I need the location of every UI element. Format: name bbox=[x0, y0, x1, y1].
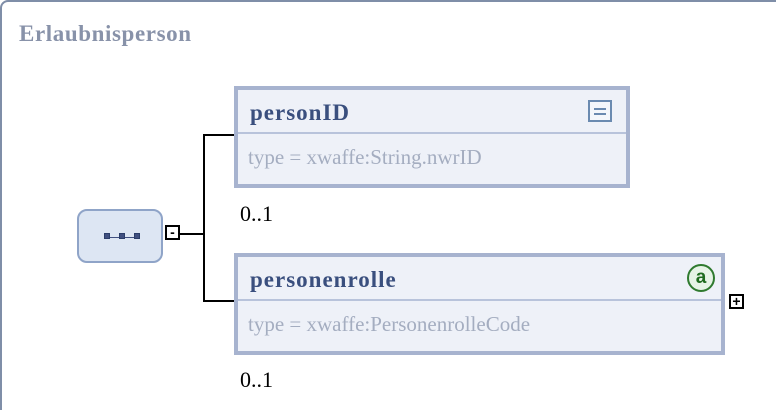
diagram-title: Erlaubnisperson bbox=[19, 21, 192, 46]
element-type: type = xwaffe:PersonenrolleCode bbox=[248, 312, 531, 336]
sequence-dot bbox=[119, 233, 125, 239]
connector-line bbox=[203, 134, 205, 301]
element-separator bbox=[238, 299, 721, 301]
sequence-dot bbox=[134, 233, 140, 239]
connector-line bbox=[203, 300, 234, 302]
cardinality-label: 0..1 bbox=[240, 201, 273, 226]
element-name: personID bbox=[250, 100, 351, 125]
element-type: type = xwaffe:String.nwrID bbox=[248, 145, 482, 169]
collapse-toggle-button[interactable]: - bbox=[165, 225, 180, 240]
cardinality-label: 0..1 bbox=[240, 367, 273, 392]
documentation-icon[interactable] bbox=[588, 100, 612, 122]
element-name: personenrolle bbox=[250, 267, 397, 292]
connector-line bbox=[203, 134, 234, 136]
expand-toggle-button[interactable]: + bbox=[729, 294, 744, 309]
sequence-compositor[interactable] bbox=[77, 209, 163, 263]
connector-line bbox=[180, 233, 204, 235]
attributes-icon[interactable]: a bbox=[687, 264, 715, 292]
element-personenrolle[interactable]: personenrolle a type = xwaffe:Personenro… bbox=[234, 253, 725, 355]
element-separator bbox=[238, 132, 626, 134]
element-personID[interactable]: personID type = xwaffe:String.nwrID bbox=[234, 86, 630, 188]
sequence-dot bbox=[104, 233, 110, 239]
